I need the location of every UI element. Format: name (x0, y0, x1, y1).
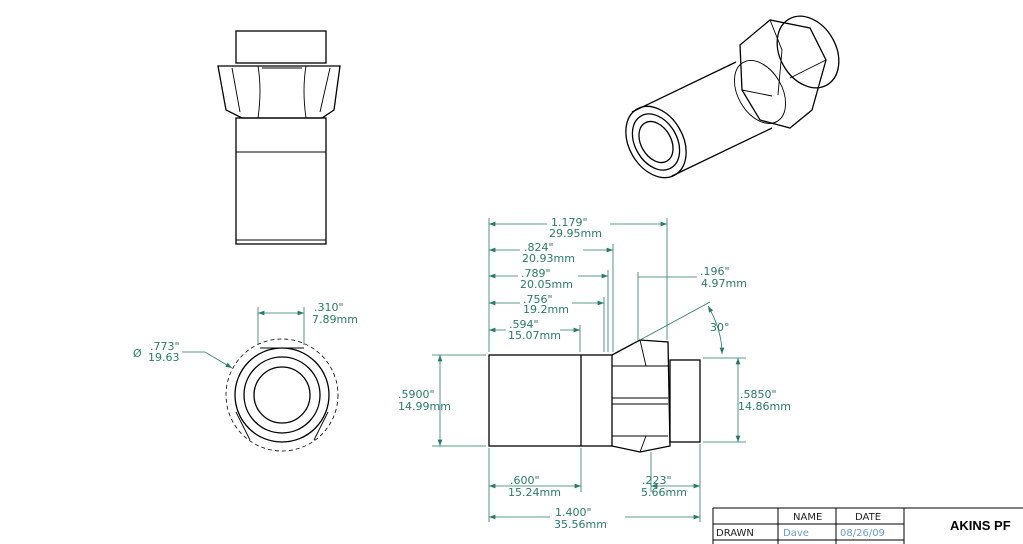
dim-angle: 30° (710, 321, 730, 334)
dimensions: 1.179" 29.95mm .824" 20.93mm .789" 20.05… (398, 216, 791, 531)
drawn-date: 08/26/09 (840, 528, 885, 539)
dim-223-in: .223" (642, 474, 672, 487)
drawn-label: DRAWN (716, 528, 754, 539)
top-view (217, 30, 341, 245)
dim-223-mm: 5.66mm (641, 486, 687, 499)
dim-196-mm: 4.97mm (701, 277, 747, 290)
dim-1179-in: 1.179" (551, 216, 588, 229)
dim-600-in: .600" (510, 474, 540, 487)
company-name: AKINS PF (950, 518, 1011, 533)
dim-5850-in: .5850" (740, 388, 777, 401)
dim-5900-in: .5900" (398, 388, 435, 401)
end-view: .310" 7.89mm Ø .773" 19.63 (133, 301, 358, 452)
dim-824-mm: 20.93mm (522, 252, 575, 265)
dim-196-in: .196" (700, 265, 730, 278)
dim-756-in: .756" (523, 293, 553, 306)
dim-1400-in: 1.400" (555, 506, 592, 519)
col-name-header: NAME (793, 512, 822, 523)
dim-756-mm: 19.2mm (523, 303, 569, 316)
dim-789-mm: 20.05mm (520, 278, 573, 291)
dim-594-mm: 15.07mm (508, 329, 561, 342)
dim-824-in: .824" (524, 241, 554, 254)
dim-594-in: .594" (509, 318, 539, 331)
isometric-view (625, 15, 840, 179)
end-width-mm: 7.89mm (312, 313, 358, 326)
end-dia-in: .773" (150, 340, 180, 353)
dim-600-mm: 15.24mm (508, 486, 561, 499)
dim-789-in: .789" (521, 267, 551, 280)
title-block: NAME DATE DRAWN Dave 08/26/09 AKINS PF (712, 507, 1023, 544)
drawn-name: Dave (783, 528, 809, 539)
dim-5900-mm: 14.99mm (398, 400, 451, 413)
dim-1400-mm: 35.56mm (554, 518, 607, 531)
end-dia-mm: 19.63 (148, 351, 180, 364)
col-date-header: DATE (855, 512, 881, 523)
dim-1179-mm: 29.95mm (549, 227, 602, 240)
diameter-symbol: Ø (133, 347, 142, 360)
dim-5850-mm: 14.86mm (738, 400, 791, 413)
side-view (488, 339, 701, 453)
end-width-in: .310" (314, 301, 344, 314)
